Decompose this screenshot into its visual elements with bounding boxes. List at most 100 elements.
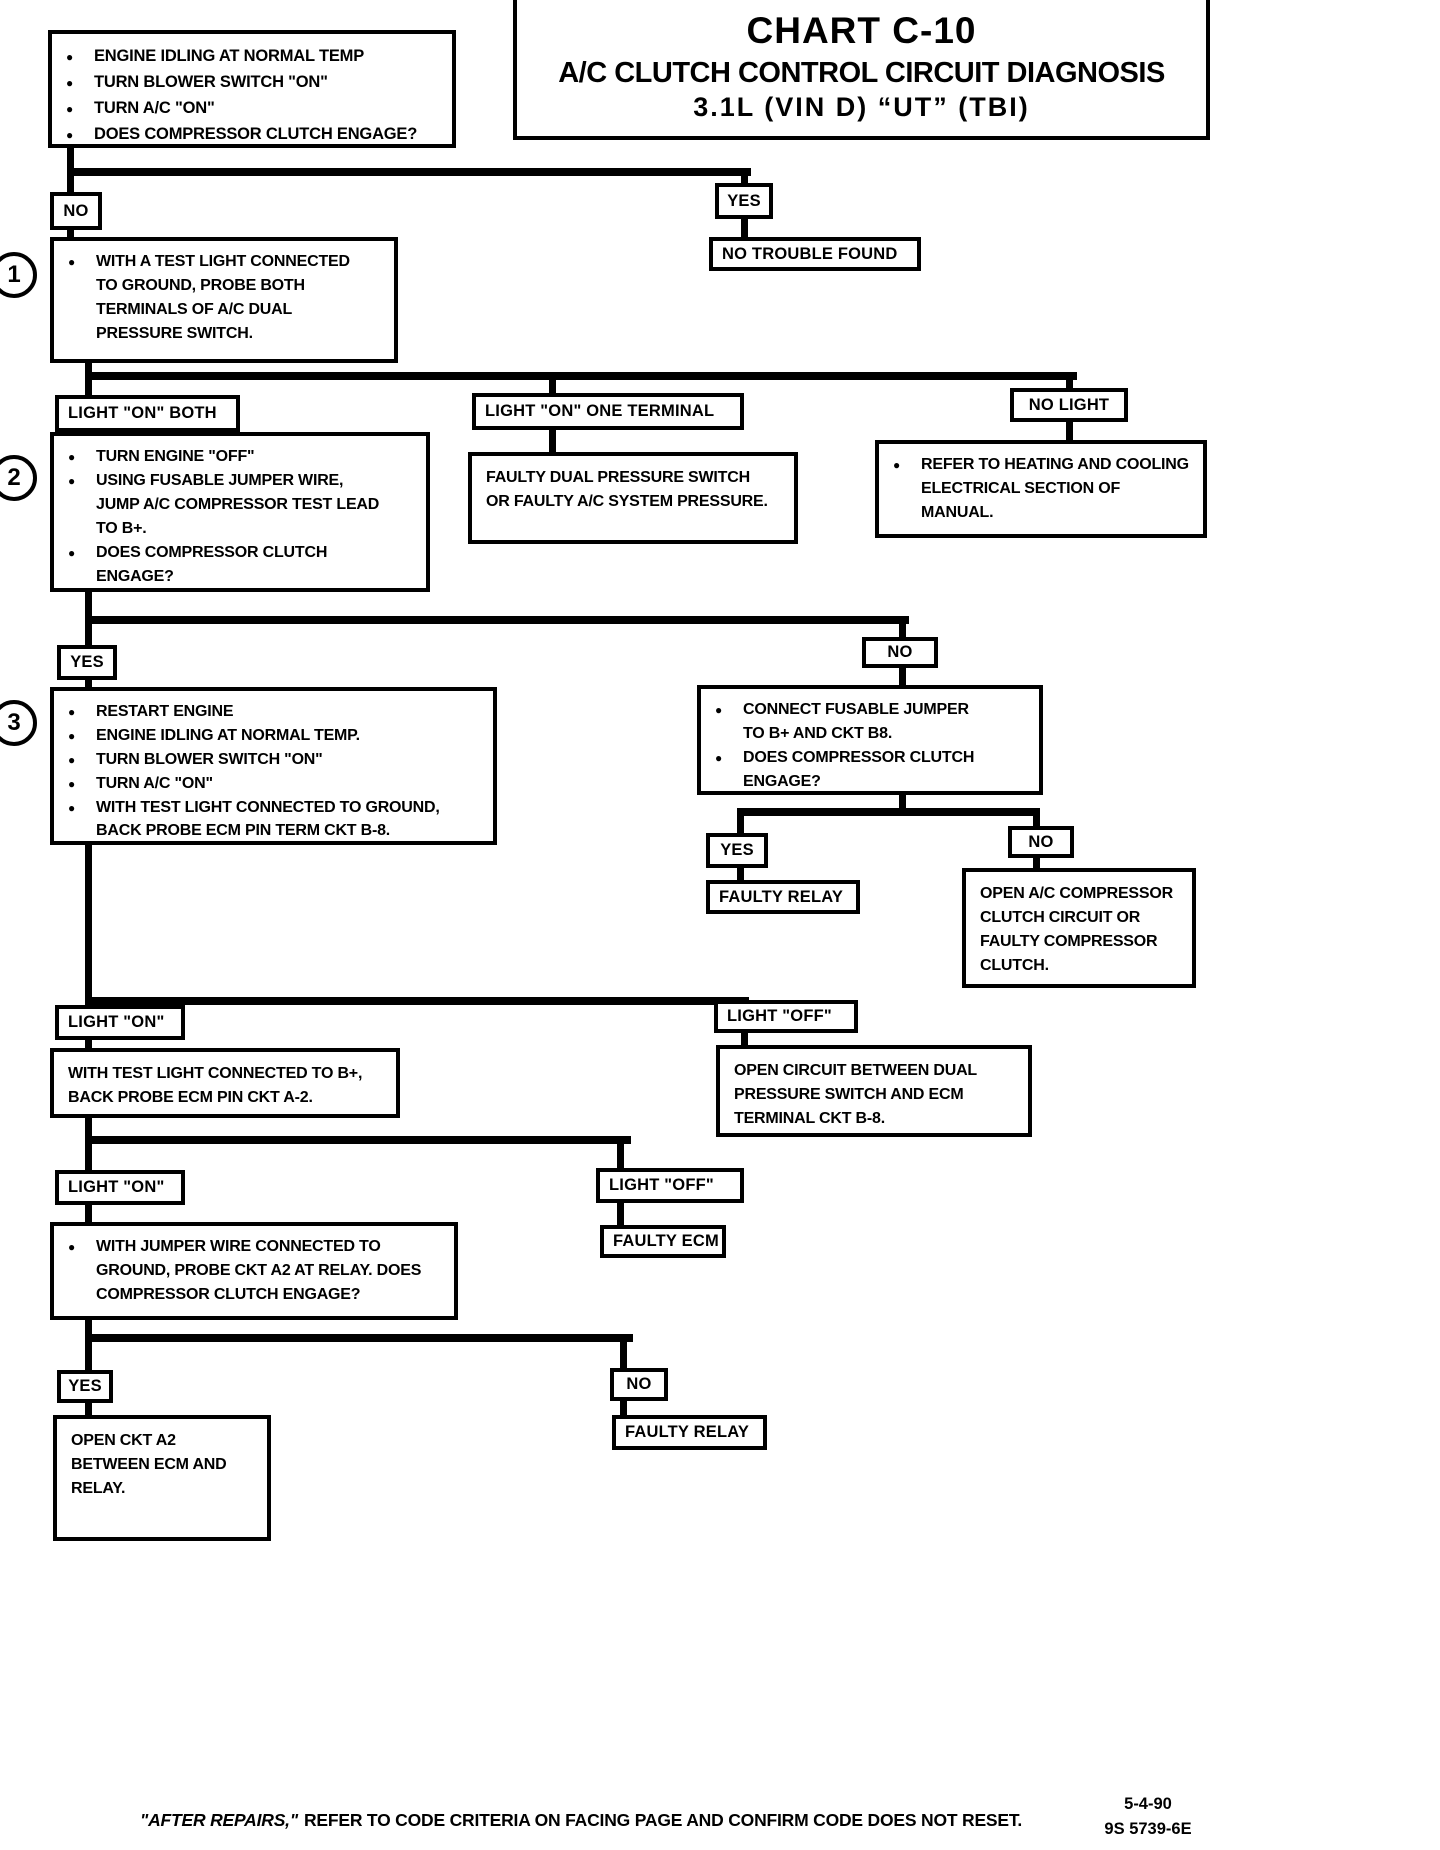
connector-line (85, 1320, 92, 1342)
restart-bullet: RESTART ENGINE (96, 703, 234, 720)
restart-bullet: ENGINE IDLING AT NORMAL TEMP. (96, 727, 360, 744)
decision-yes-2: YES (57, 645, 117, 680)
connector-line (85, 380, 92, 395)
connector-line (1066, 380, 1073, 388)
step-marker-2: 2 (0, 455, 37, 501)
bullet-icon (68, 724, 96, 748)
node-open-compressor-clutch: OPEN A/C COMPRESSOR CLUTCH CIRCUIT OR FA… (962, 868, 1196, 988)
footer-note-quote: "AFTER REPAIRS," (140, 1810, 298, 1830)
node-faulty-relay-1: FAULTY RELAY (706, 880, 860, 914)
connector-line (1066, 422, 1073, 440)
title-block: CHART C-10 A/C CLUTCH CONTROL CIRCUIT DI… (513, 0, 1210, 140)
connector-line (899, 668, 906, 685)
start-bullet: DOES COMPRESSOR CLUTCH ENGAGE? (94, 125, 418, 143)
connector-line (899, 624, 906, 637)
open-ckt-a2-text: OPEN CKT A2 BETWEEN ECM AND RELAY. (71, 1432, 227, 1497)
connector-line (85, 372, 1077, 380)
decision-light-on-2: LIGHT "ON" (55, 1170, 185, 1205)
connector-line (737, 816, 744, 833)
connector-line (67, 228, 74, 237)
bullet-icon (893, 453, 921, 477)
connector-line (85, 1205, 92, 1222)
decision-no-1: NO (50, 192, 102, 230)
footer-note: "AFTER REPAIRS,"REFER TO CODE CRITERIA O… (140, 1810, 1022, 1831)
connector-line (85, 1403, 92, 1415)
node-start: ENGINE IDLING AT NORMAL TEMP TURN BLOWER… (48, 30, 456, 148)
connector-line (741, 176, 748, 186)
connector-line (85, 1040, 92, 1048)
footer-note-rest: REFER TO CODE CRITERIA ON FACING PAGE AN… (303, 1810, 1023, 1830)
bullet-icon (66, 43, 94, 69)
decision-light-on-one-terminal: LIGHT "ON" ONE TERMINAL (472, 393, 744, 430)
connector-line (549, 380, 556, 393)
decision-light-on-1: LIGHT "ON" (55, 1005, 185, 1040)
open-circuit-b8-text: OPEN CIRCUIT BETWEEN DUAL PRESSURE SWITC… (734, 1062, 977, 1127)
open-compressor-clutch-text: OPEN A/C COMPRESSOR CLUTCH CIRCUIT OR FA… (980, 885, 1173, 974)
bullet-icon (66, 121, 94, 147)
doc-number: 9S 5739-6E (1104, 1820, 1192, 1838)
bullet-icon (66, 69, 94, 95)
chart-engine-spec: 3.1L (VIN D) “UT” (TBI) (693, 92, 1030, 122)
step-marker-1: 1 (0, 252, 37, 298)
jump-bullet: DOES COMPRESSOR CLUTCH ENGAGE? (96, 544, 328, 585)
connector-line (617, 1144, 624, 1168)
start-bullet: TURN A/C "ON" (94, 99, 215, 117)
bullet-icon (68, 772, 96, 796)
node-probe-dual-pressure: WITH A TEST LIGHT CONNECTED TO GROUND, P… (50, 237, 398, 363)
connector-line (85, 363, 92, 378)
decision-light-off-1: LIGHT "OFF" (714, 1000, 858, 1033)
connector-line (620, 1401, 627, 1415)
decision-no-2: NO (862, 637, 938, 668)
decision-light-on-both: LIGHT "ON" BOTH (55, 395, 240, 432)
node-open-ckt-a2: OPEN CKT A2 BETWEEN ECM AND RELAY. (53, 1415, 271, 1541)
decision-no-3: NO (1008, 826, 1074, 858)
connector-line (85, 1144, 92, 1170)
connector-line (549, 430, 556, 452)
node-refer-heating-cooling: REFER TO HEATING AND COOLING ELECTRICAL … (875, 440, 1207, 538)
start-bullet: ENGINE IDLING AT NORMAL TEMP (94, 47, 365, 65)
connector-line (85, 997, 749, 1005)
bullet-icon (68, 1235, 96, 1259)
connector-line (85, 1342, 92, 1370)
connector-line (1033, 816, 1040, 826)
decision-no-4: NO (610, 1368, 668, 1401)
connector-line (85, 616, 909, 624)
connector-line (85, 845, 92, 1005)
node-jump-test-lead: TURN ENGINE "OFF" USING FUSABLE JUMPER W… (50, 432, 430, 592)
bullet-icon (68, 796, 96, 820)
doc-date: 5-4-90 (1124, 1795, 1172, 1813)
connector-line (67, 148, 74, 174)
restart-bullet: TURN A/C "ON" (96, 775, 213, 792)
restart-bullet: TURN BLOWER SWITCH "ON" (96, 751, 323, 768)
connector-line (741, 1033, 748, 1045)
bullet-icon (68, 541, 96, 565)
connector-line (737, 808, 1040, 816)
chart-subtitle: A/C CLUTCH CONTROL CIRCUIT DIAGNOSIS (558, 57, 1165, 89)
connector-line (85, 592, 92, 622)
connector-line (899, 795, 906, 814)
connector-line (620, 1342, 627, 1368)
node-faulty-relay-2: FAULTY RELAY (612, 1415, 767, 1450)
connector-line (737, 868, 744, 880)
connect-jumper-bullet: DOES COMPRESSOR CLUTCH ENGAGE? (743, 749, 975, 790)
jump-bullet: USING FUSABLE JUMPER WIRE, JUMP A/C COMP… (96, 472, 380, 537)
connector-line (741, 219, 748, 237)
doc-id-block: 5-4-90 9S 5739-6E (1090, 1792, 1206, 1842)
decision-no-light: NO LIGHT (1010, 388, 1128, 422)
bullet-icon (715, 746, 743, 770)
bullet-icon (68, 469, 96, 493)
step-marker-3: 3 (0, 700, 37, 746)
connect-jumper-bullet: CONNECT FUSABLE JUMPER TO B+ AND CKT B8. (743, 701, 969, 742)
node-open-circuit-b8: OPEN CIRCUIT BETWEEN DUAL PRESSURE SWITC… (716, 1045, 1032, 1137)
refer-bullet: REFER TO HEATING AND COOLING ELECTRICAL … (921, 456, 1189, 521)
connector-line (85, 1118, 92, 1144)
chart-title: CHART C-10 (746, 10, 977, 51)
start-bullet: TURN BLOWER SWITCH "ON" (94, 73, 328, 91)
connector-line (67, 176, 74, 194)
connector-line (85, 1334, 633, 1342)
connector-line (85, 680, 92, 687)
node-back-probe-a2: WITH TEST LIGHT CONNECTED TO B+, BACK PR… (50, 1048, 400, 1118)
connector-line (85, 1136, 631, 1144)
node-faulty-pressure-switch: FAULTY DUAL PRESSURE SWITCH OR FAULTY A/… (468, 452, 798, 544)
